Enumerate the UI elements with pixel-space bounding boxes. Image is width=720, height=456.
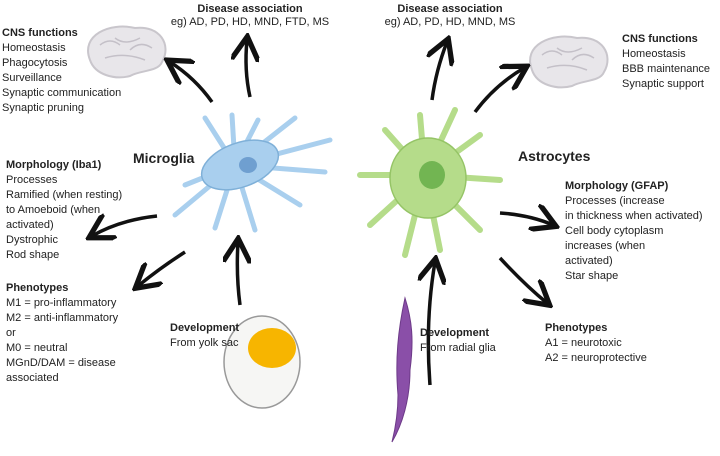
astrocytes-phenotype-item: A2 = neuroprotective [545,352,647,364]
microglia-cns-title: CNS functions [2,27,78,39]
microglia-development-text: From yolk sac [170,337,239,349]
astrocytes-morphology-item: Star shape [565,270,619,282]
microglia-development-block: Development From yolk sac [170,321,239,351]
microglia-morphology-item: to Amoeboid (when [6,204,101,216]
microglia-cell-illustration [172,112,333,233]
astrocytes-label: Astrocytes [518,148,591,164]
astrocytes-cns-title: CNS functions [622,33,698,45]
microglia-cns-item: Synaptic pruning [2,102,84,114]
astrocytes-morphology-block: Morphology (GFAP) Processes (increase in… [565,179,703,284]
brain-icon-right [529,35,609,89]
microglia-morphology-item: Ramified (when resting) [6,189,123,201]
radial-glia-illustration [391,296,413,443]
astrocytes-development-block: Development From radial glia [420,326,496,356]
microglia-morphology-item: Rod shape [6,249,60,261]
microglia-cns-block: CNS functions Homeostasis Phagocytosis S… [2,26,121,116]
microglia-cns-item: Homeostasis [2,42,66,54]
astrocytes-phenotypes-block: Phenotypes A1 = neurotoxic A2 = neuropro… [545,321,647,366]
astrocytes-morphology-item: increases (when [565,240,646,252]
astrocytes-morphology-item: Cell body cytoplasm [565,225,664,237]
astrocytes-phenotypes-title: Phenotypes [545,322,608,334]
astrocytes-phenotype-item: A1 = neurotoxic [545,337,622,349]
microglia-phenotypes-title: Phenotypes [6,282,69,294]
astrocytes-cns-item: Synaptic support [622,78,704,90]
microglia-cns-item: Phagocytosis [2,57,68,69]
astrocytes-cns-item: BBB maintenance [622,63,711,75]
microglia-label: Microglia [133,150,195,166]
astrocytes-morphology-title: Morphology (GFAP) [565,180,669,192]
astrocytes-disease-text: eg) AD, PD, HD, MND, MS [384,16,516,28]
microglia-morphology-item: Processes [6,174,58,186]
microglia-disease-text: eg) AD, PD, HD, MND, FTD, MS [170,16,330,28]
microglia-phenotype-item: or [6,327,16,339]
microglia-morphology-block: Morphology (Iba1) Processes Ramified (wh… [6,158,122,263]
microglia-phenotype-item: associated [6,372,59,384]
microglia-morphology-item: Dystrophic [6,234,58,246]
microglia-disease-title: Disease association [197,3,303,15]
astrocytes-morphology-item: in thickness when activated) [565,210,703,222]
astrocytes-development-title: Development [420,327,490,339]
astrocytes-development-text: From radial glia [420,342,496,354]
microglia-phenotype-item: M0 = neutral [6,342,68,354]
microglia-morphology-title: Morphology (Iba1) [6,159,102,171]
microglia-development-title: Development [170,322,240,334]
yolk-sac-illustration [223,315,301,409]
microglia-morphology-item: activated) [6,219,54,231]
astrocytes-disease-title: Disease association [397,3,503,15]
microglia-phenotype-item: M1 = pro-inflammatory [6,297,117,309]
microglia-cns-item: Surveillance [2,72,62,84]
astrocytes-cns-item: Homeostasis [622,48,686,60]
astrocytes-morphology-item: activated) [565,255,613,267]
astrocytes-cns-block: CNS functions Homeostasis BBB maintenanc… [622,32,710,92]
microglia-cns-item: Synaptic communication [2,87,122,99]
microglia-phenotype-item: M2 = anti-inflammatory [6,312,119,324]
arrows [92,40,553,386]
microglia-phenotypes-block: Phenotypes M1 = pro-inflammatory M2 = an… [6,281,118,386]
microglia-phenotype-item: MGnD/DAM = disease [6,357,116,369]
astrocyte-cell-illustration [357,107,503,258]
astrocytes-morphology-item: Processes (increase [565,195,665,207]
